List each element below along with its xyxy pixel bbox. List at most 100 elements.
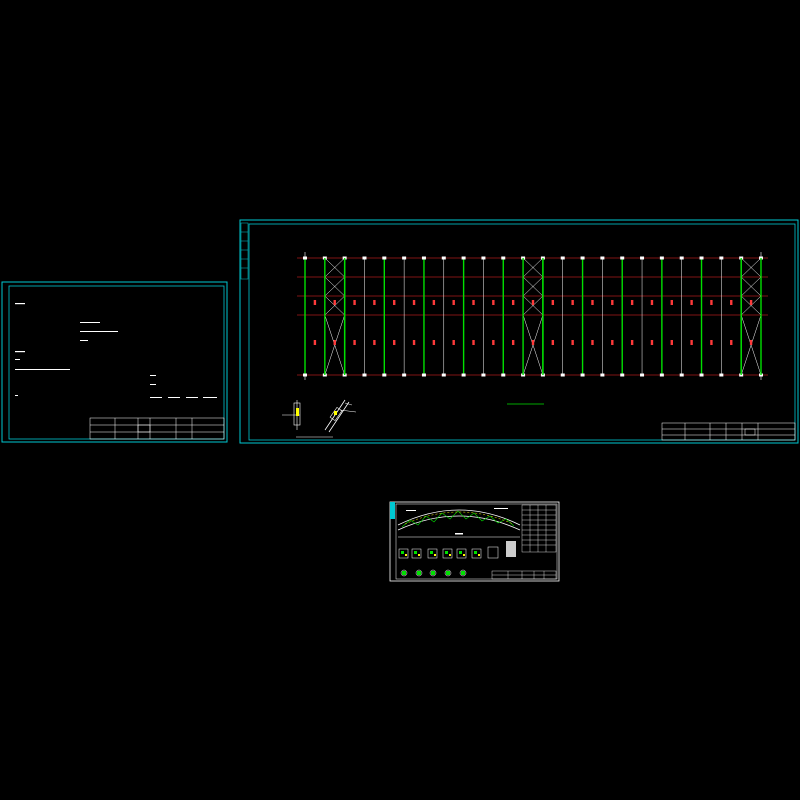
sheet-small: [389, 501, 560, 582]
bracing-diagonal: [324, 276, 345, 297]
note-line: [15, 351, 25, 353]
column-node: [362, 373, 367, 377]
tie-label-mark: [749, 340, 753, 345]
column-node: [362, 256, 367, 260]
column-node: [382, 373, 387, 377]
tie-label-mark: [730, 340, 733, 345]
tie-label-mark: [313, 340, 317, 345]
column-node: [679, 373, 684, 377]
sheet-small-titleblock: [491, 570, 557, 580]
tie-label-mark: [393, 300, 396, 305]
column-node: [402, 256, 407, 260]
tie-label-mark: [571, 340, 574, 345]
bracing-diagonal: [522, 276, 544, 297]
note-line: [80, 340, 88, 341]
note-line: [203, 397, 217, 398]
tie-label-mark: [452, 340, 455, 345]
tie-label-mark: [333, 340, 336, 345]
tie-label-mark: [353, 300, 356, 305]
note-line: [150, 397, 162, 398]
tie-label-mark: [313, 300, 317, 305]
tie-label-mark: [730, 300, 733, 305]
note-line: [150, 384, 156, 385]
sheet-left: [1, 281, 228, 443]
column-node: [303, 373, 307, 377]
tie-label-mark: [353, 340, 356, 345]
tie-label-mark: [749, 300, 753, 305]
titleblock-frame: [89, 417, 225, 440]
column-node: [719, 256, 724, 260]
sheet-small-inner-border: [395, 503, 558, 580]
column-node: [461, 373, 466, 377]
sheet-small-binding-strip: [390, 502, 395, 519]
bracing-diagonal: [741, 295, 762, 316]
note-line: [15, 369, 70, 370]
column-node: [382, 256, 387, 260]
sheet-left-inner-border: [8, 285, 225, 440]
note-line: [186, 397, 198, 398]
note-line: [150, 375, 156, 376]
tie-label-mark: [472, 340, 475, 345]
column-node: [600, 373, 605, 377]
tie-label-mark: [611, 340, 614, 345]
tie-label-mark: [650, 340, 654, 345]
column-node: [620, 373, 625, 377]
sheet-main-outer-border: [239, 219, 799, 444]
sheet-left-notes: [15, 303, 217, 398]
column-node: [441, 373, 446, 377]
sheet-small-outer-border: [389, 501, 560, 582]
tie-label-mark: [531, 300, 535, 305]
tie-label-mark: [710, 300, 713, 305]
sheet-main-titleblock: [661, 422, 796, 441]
tie-label-mark: [690, 300, 693, 305]
note-line: [15, 359, 20, 360]
column-node: [402, 373, 407, 377]
column-node: [620, 256, 625, 260]
note-line: [168, 397, 180, 398]
tie-label-mark: [690, 340, 693, 345]
bracing-diagonal: [522, 257, 544, 278]
bracing-diagonal: [741, 276, 762, 297]
column-node: [481, 256, 486, 260]
tie-label-mark: [393, 340, 396, 345]
column-node: [501, 256, 506, 260]
node-details: [398, 546, 499, 577]
tie-label-mark: [531, 340, 535, 345]
tie-label-mark: [511, 340, 515, 345]
tie-label-mark: [670, 340, 673, 345]
tie-label-mark: [492, 340, 495, 345]
column-node: [640, 373, 645, 377]
column-node: [719, 373, 724, 377]
sheet-main-binding-strip: [240, 222, 249, 280]
sheet-main-inner-border: [248, 223, 796, 441]
tie-label-mark: [650, 300, 654, 305]
tie-label-mark: [551, 300, 555, 305]
column-node: [580, 256, 585, 260]
tie-label-mark: [630, 340, 634, 345]
tie-label-mark: [630, 300, 634, 305]
tie-label-mark: [412, 340, 416, 345]
arched-truss-elevation: [397, 508, 521, 538]
bracing-diagonal: [324, 295, 345, 316]
column-node: [303, 256, 307, 260]
tie-label-mark: [373, 340, 376, 345]
column-node: [560, 256, 565, 260]
tie-label-mark: [511, 300, 515, 305]
note-line: [15, 395, 18, 396]
note-line: [80, 322, 100, 323]
tie-label-mark: [432, 300, 436, 305]
column-node: [699, 373, 704, 377]
column-node: [501, 373, 506, 377]
titleblock-frame: [661, 422, 796, 441]
sheet-left-titleblock: [89, 417, 225, 440]
column-node: [659, 256, 664, 260]
column-node: [421, 373, 426, 377]
column-node: [640, 256, 645, 260]
tie-label-mark: [611, 300, 614, 305]
column-node: [699, 256, 704, 260]
column-node: [421, 256, 426, 260]
tie-label-mark: [551, 340, 555, 345]
bracing-diagonal: [324, 257, 345, 278]
titleblock-logo: [744, 428, 756, 436]
